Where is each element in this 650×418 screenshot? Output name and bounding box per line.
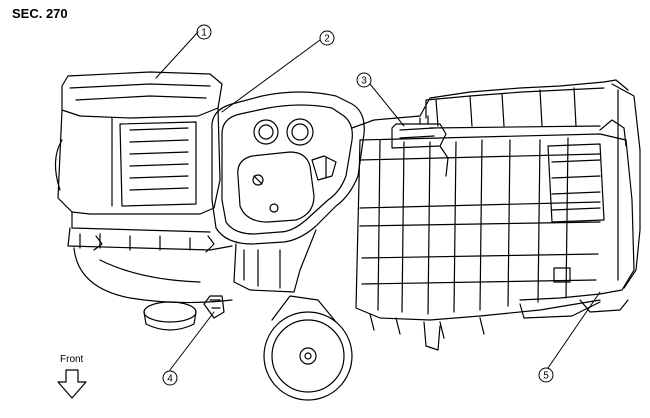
callout-number: 5 xyxy=(543,371,549,382)
leader-line-2 xyxy=(221,39,321,113)
section-label: SEC. 270 xyxy=(12,6,68,21)
leader-line-1 xyxy=(155,31,199,79)
ac-unit-case xyxy=(351,79,641,351)
heater-core-cover xyxy=(211,91,365,293)
actuator-connector xyxy=(391,115,449,177)
lower-bracket xyxy=(203,295,225,319)
callout-5: 5 xyxy=(538,367,554,383)
callout-4: 4 xyxy=(162,370,178,386)
leader-line-4 xyxy=(169,311,215,371)
leader-lines xyxy=(155,31,601,371)
callout-3: 3 xyxy=(356,72,372,88)
callout-number: 1 xyxy=(201,28,207,39)
leader-line-3 xyxy=(369,83,405,127)
front-label: Front xyxy=(60,354,84,365)
callout-number: 3 xyxy=(361,76,367,87)
blower-housing xyxy=(54,71,233,331)
callout-2: 2 xyxy=(319,30,335,46)
callout-number: 4 xyxy=(167,374,173,385)
leader-line-5 xyxy=(547,291,601,369)
mount-wheel xyxy=(263,295,353,401)
callout-1: 1 xyxy=(196,24,212,40)
front-indicator: Front xyxy=(57,354,87,399)
callout-number: 2 xyxy=(324,34,330,45)
front-arrow-icon xyxy=(57,369,87,399)
